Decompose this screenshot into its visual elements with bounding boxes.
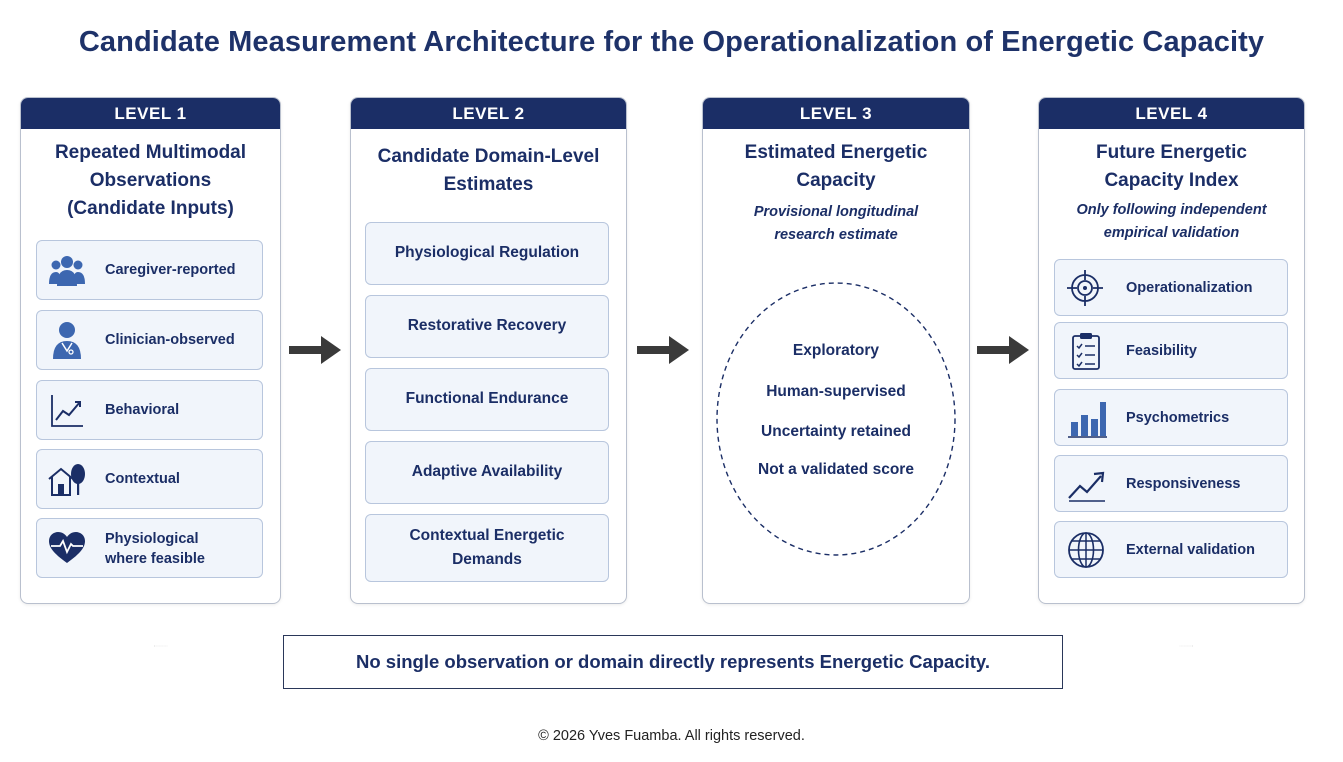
- house-tree-icon: [48, 464, 85, 496]
- domain-functional-endurance: Functional Endurance: [365, 368, 609, 431]
- estimate-property: Human-supervised: [766, 383, 906, 400]
- copyright-text: © 2026 Yves Fuamba. All rights reserved.: [538, 728, 805, 744]
- notice-box: No single observation or domain directly…: [283, 635, 1063, 689]
- level-1-header: LEVEL 1: [21, 98, 280, 129]
- level-3-title-line: Capacity: [796, 170, 876, 191]
- validation-label: External validation: [1126, 542, 1255, 558]
- dashed-divider-right: [1179, 645, 1193, 647]
- arrow-right-icon: [977, 336, 1029, 364]
- domain-contextual-energetic-demands: Contextual Energetic Demands: [365, 514, 609, 582]
- validation-external: External validation: [1054, 521, 1288, 578]
- people-icon: [49, 256, 85, 286]
- estimate-property: Uncertainty retained: [761, 423, 911, 440]
- line-chart-icon: [51, 395, 83, 427]
- level-4-subtitle-line: Only following independent: [1076, 202, 1267, 218]
- validation-psychometrics: Psychometrics: [1054, 389, 1288, 446]
- domain-label: Adaptive Availability: [411, 463, 563, 480]
- validation-responsiveness: Responsiveness: [1054, 455, 1288, 512]
- domain-adaptive-availability: Adaptive Availability: [365, 441, 609, 504]
- input-label: Caregiver-reported: [105, 262, 236, 278]
- input-label: where feasible: [105, 551, 205, 567]
- input-label: Contextual: [105, 471, 180, 487]
- heart-pulse-icon: [49, 532, 85, 563]
- input-behavioral: Behavioral: [36, 380, 263, 440]
- domain-physiological-regulation: Physiological Regulation: [365, 222, 609, 285]
- input-label: Behavioral: [105, 402, 180, 418]
- input-contextual: Contextual: [36, 449, 263, 509]
- input-caregiver-reported: Caregiver-reported: [36, 240, 263, 300]
- input-physiological: Physiological where feasible: [36, 518, 263, 578]
- domain-label: Restorative Recovery: [407, 317, 567, 334]
- clipboard-icon: [1072, 333, 1100, 370]
- level-1-title-line: (Candidate Inputs): [67, 198, 234, 219]
- input-label: Physiological: [105, 531, 199, 547]
- globe-icon: [1068, 532, 1104, 568]
- target-icon: [1067, 270, 1103, 306]
- bar-chart-icon: [1068, 402, 1107, 438]
- domain-restorative-recovery: Restorative Recovery: [365, 295, 609, 358]
- validation-label: Operationalization: [1126, 280, 1253, 296]
- validation-label: Feasibility: [1126, 343, 1197, 359]
- dashed-divider-left: [154, 645, 168, 647]
- estimate-property: Not a validated score: [758, 461, 914, 478]
- estimate-ellipse: [716, 282, 956, 556]
- level-2-title-line: Estimates: [443, 174, 534, 195]
- level-3-header: LEVEL 3: [703, 98, 969, 129]
- level-4-title-line: Capacity Index: [1104, 170, 1239, 191]
- domain-label: Contextual Energetic: [409, 527, 565, 544]
- level-3-subtitle-line: Provisional longitudinal: [753, 204, 919, 220]
- input-clinician-observed: Clinician-observed: [36, 310, 263, 370]
- arrow-right-icon: [637, 336, 689, 364]
- input-label: Clinician-observed: [105, 332, 235, 348]
- trend-up-icon: [1068, 471, 1105, 502]
- arrow-right-icon: [289, 336, 341, 364]
- level-1-title-line: Repeated Multimodal: [54, 142, 247, 163]
- domain-label: Demands: [452, 551, 522, 568]
- level-4-header: LEVEL 4: [1039, 98, 1304, 129]
- domain-label: Functional Endurance: [405, 390, 569, 407]
- validation-label: Responsiveness: [1126, 476, 1241, 492]
- validation-label: Psychometrics: [1126, 410, 1230, 426]
- level-4-title-line: Future Energetic: [1096, 142, 1247, 163]
- level-3-panel: LEVEL 3 Estimated Energetic Capacity Pro…: [702, 97, 970, 604]
- level-3-title-line: Estimated Energetic: [744, 142, 928, 163]
- diagram-title: Candidate Measurement Architecture for t…: [78, 26, 1265, 58]
- validation-operationalization: Operationalization: [1054, 259, 1288, 316]
- level-1-title-line: Observations: [89, 170, 212, 191]
- validation-feasibility: Feasibility: [1054, 322, 1288, 379]
- level-2-header: LEVEL 2: [351, 98, 626, 129]
- clinician-icon: [53, 322, 81, 359]
- level-3-subtitle-line: research estimate: [774, 227, 898, 243]
- level-2-title-line: Candidate Domain-Level: [377, 146, 600, 167]
- estimate-property: Exploratory: [792, 342, 880, 359]
- level-4-subtitle-line: empirical validation: [1103, 225, 1240, 241]
- domain-label: Physiological Regulation: [394, 244, 580, 261]
